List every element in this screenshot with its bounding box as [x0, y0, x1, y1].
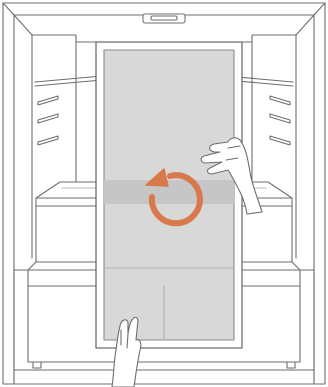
top-light — [143, 14, 185, 23]
removable-panel — [96, 42, 242, 348]
